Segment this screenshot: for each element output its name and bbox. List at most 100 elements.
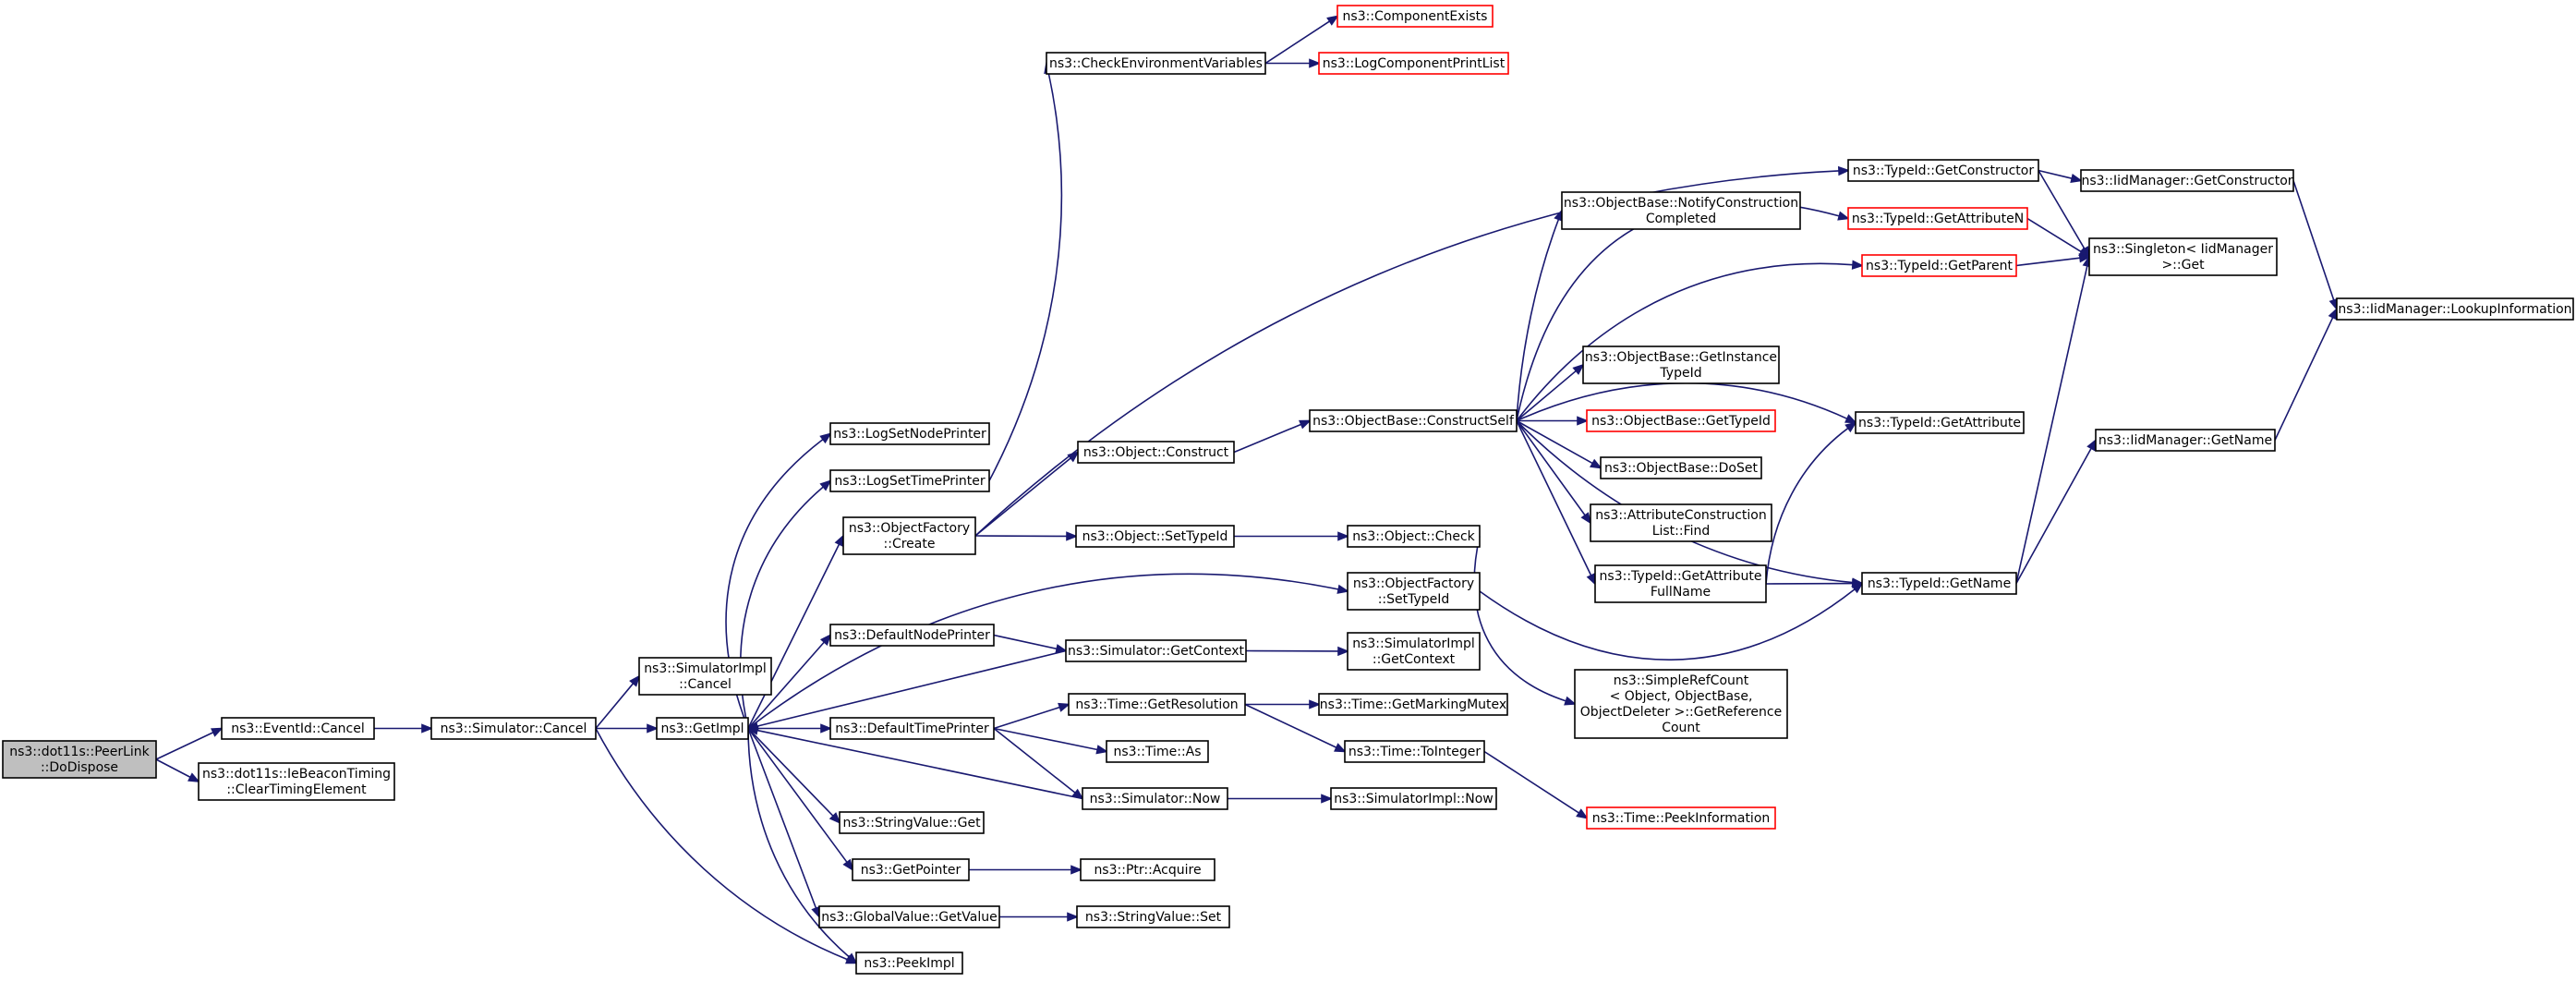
edge-line xyxy=(747,728,848,863)
node-label-line: ns3::Time::As xyxy=(1113,745,1201,759)
edge-line xyxy=(974,457,1071,537)
node-box xyxy=(1318,52,1509,75)
edge-objbase-constructself-to-typeid-getattributen xyxy=(1516,200,1851,421)
edge-sim-now-to-simimpl-now xyxy=(1228,794,1334,804)
node-label-line: ns3::DefaultNodePrinter xyxy=(834,628,990,643)
node-label-line: ns3::Object::Check xyxy=(1352,529,1475,544)
node-label-line: ns3::SimulatorImpl xyxy=(644,661,767,676)
node-typeid-getparent[interactable]: ns3::TypeId::GetParent xyxy=(1861,254,2017,277)
node-box xyxy=(1068,693,1246,716)
edge-checkenv-to-componentexists xyxy=(1264,15,1339,65)
edge-sim-cancel-to-simimpl-cancel xyxy=(595,674,641,730)
node-stringvalue-set[interactable]: ns3::StringValue::Set xyxy=(1076,905,1230,928)
edge-arrowhead xyxy=(2086,438,2098,452)
node-eventid-cancel[interactable]: ns3::EventId::Cancel xyxy=(221,717,375,740)
node-box xyxy=(818,905,1000,928)
edge-arrowhead xyxy=(819,432,832,444)
node-stringvalue-get[interactable]: ns3::StringValue::Get xyxy=(839,811,985,834)
edge-arrowhead xyxy=(819,479,832,491)
node-time-getresolution[interactable]: ns3::Time::GetResolution xyxy=(1068,693,1246,716)
edge-line xyxy=(2038,170,2086,249)
node-singleton-get[interactable]: ns3::Singleton< IidManager >::Get xyxy=(2088,237,2278,276)
node-time-tointeger[interactable]: ns3::Time::ToInteger xyxy=(1344,740,1485,763)
node-box xyxy=(1318,693,1508,716)
node-box xyxy=(1861,572,2017,595)
edge-iidmanager-getname-to-iidmanager-lookupinfo xyxy=(2274,307,2338,441)
node-label-line: ns3::CheckEnvironmentVariables xyxy=(1049,56,1263,71)
edge-line xyxy=(595,683,635,730)
node-iidmanager-getconstructor[interactable]: ns3::IidManager::GetConstructor xyxy=(2080,169,2294,192)
node-time-peekinfo[interactable]: ns3::Time::PeekInformation xyxy=(1586,806,1776,830)
node-typeid-getconstructor[interactable]: ns3::TypeId::GetConstructor xyxy=(1847,159,2039,182)
node-box xyxy=(1082,787,1228,810)
node-globalvalue-getvalue[interactable]: ns3::GlobalValue::GetValue xyxy=(818,905,1000,928)
node-typeid-getattributen[interactable]: ns3::TypeId::GetAttributeN xyxy=(1847,207,2028,230)
node-typeid-getname[interactable]: ns3::TypeId::GetName xyxy=(1861,572,2017,595)
node-componentexists[interactable]: ns3::ComponentExists xyxy=(1336,5,1494,28)
node-objbase-constructself[interactable]: ns3::ObjectBase::ConstructSelf xyxy=(1309,409,1518,432)
edge-line xyxy=(2292,180,2335,301)
node-simimpl-getcontext[interactable]: ns3::SimulatorImpl::GetContext xyxy=(1347,632,1481,671)
node-logcompprintlist[interactable]: ns3::LogComponentPrintList xyxy=(1318,52,1509,75)
node-object-check[interactable]: ns3::Object::Check xyxy=(1347,525,1481,548)
node-object-construct[interactable]: ns3::Object::Construct xyxy=(1077,441,1235,464)
node-box xyxy=(1076,905,1230,928)
node-peekimpl[interactable]: ns3::PeekImpl xyxy=(855,952,963,975)
node-defnodeprinter[interactable]: ns3::DefaultNodePrinter xyxy=(829,624,995,647)
node-iidmanager-lookupinfo[interactable]: ns3::IidManager::LookupInformation xyxy=(2336,297,2574,321)
node-objbase-gettypeid[interactable]: ns3::ObjectBase::GetTypeId xyxy=(1586,409,1776,432)
node-objfactory-create[interactable]: ns3::ObjectFactory::Create xyxy=(842,516,976,555)
node-iidmanager-getname[interactable]: ns3::IidManager::GetName xyxy=(2095,429,2276,452)
node-label-line: ::GetContext xyxy=(1373,652,1456,667)
node-getimpl[interactable]: ns3::GetImpl xyxy=(656,717,749,740)
node-simimpl-now[interactable]: ns3::SimulatorImpl::Now xyxy=(1330,787,1497,810)
node-getpointer[interactable]: ns3::GetPointer xyxy=(852,858,970,881)
node-notifyconstruction[interactable]: ns3::ObjectBase::NotifyConstructionCompl… xyxy=(1561,191,1801,230)
node-simimpl-cancel[interactable]: ns3::SimulatorImpl::Cancel xyxy=(638,657,772,696)
node-logtimeprinter[interactable]: ns3::LogSetTimePrinter xyxy=(829,469,990,492)
node-peerlink[interactable]: ns3::dot11s::PeerLink::DoDispose xyxy=(2,740,157,779)
edge-globalvalue-getvalue-to-stringvalue-set xyxy=(999,912,1080,922)
edge-arrowhead xyxy=(1309,699,1322,709)
node-label-line: ::ClearTimingElement xyxy=(226,782,367,797)
edge-arrowhead xyxy=(1321,794,1334,804)
node-label-line: Completed xyxy=(1646,212,1716,226)
edge-arrowhead xyxy=(1067,912,1080,922)
node-label-line: ns3::LogSetNodePrinter xyxy=(833,427,986,442)
node-deftimeprinter[interactable]: ns3::DefaultTimePrinter xyxy=(829,717,995,740)
node-objbase-doset[interactable]: ns3::ObjectBase::DoSet xyxy=(1600,456,1762,479)
node-box xyxy=(829,469,990,492)
node-label-line: ns3::Simulator::Cancel xyxy=(441,721,587,736)
edge-arrowhead xyxy=(1336,584,1350,594)
edge-arrowhead xyxy=(819,633,832,647)
edge-objbase-constructself-to-typeid-getparent xyxy=(1516,260,1865,421)
node-label-line: ns3::SimulatorImpl::Now xyxy=(1334,792,1494,806)
node-typeid-getattribute[interactable]: ns3::TypeId::GetAttribute xyxy=(1855,411,2025,434)
node-clear-timing[interactable]: ns3::dot11s::IeBeaconTiming::ClearTiming… xyxy=(198,762,395,801)
edge-line xyxy=(1244,703,1337,748)
node-checkenv[interactable]: ns3::CheckEnvironmentVariables xyxy=(1046,52,1266,75)
node-time-as[interactable]: ns3::Time::As xyxy=(1106,740,1209,763)
node-sim-cancel[interactable]: ns3::Simulator::Cancel xyxy=(430,717,597,740)
node-object-settypeid[interactable]: ns3::Object::SetTypeId xyxy=(1075,525,1235,548)
edge-typeid-getattributefullname-to-typeid-getattribute xyxy=(1765,421,1857,585)
edge-arrowhead xyxy=(842,858,854,872)
node-box xyxy=(2336,297,2574,321)
edge-arrowhead xyxy=(1337,531,1350,541)
node-time-getmarkingmutex[interactable]: ns3::Time::GetMarkingMutex xyxy=(1318,693,1508,716)
edge-arrowhead xyxy=(1837,211,1851,221)
edge-sim-cancel-to-peekimpl xyxy=(595,728,858,964)
node-sim-now[interactable]: ns3::Simulator::Now xyxy=(1082,787,1228,810)
node-objfactory-settypeid[interactable]: ns3::ObjectFactory::SetTypeId xyxy=(1347,572,1481,611)
node-box xyxy=(1574,669,1788,739)
node-lognodeprinter[interactable]: ns3::LogSetNodePrinter xyxy=(829,422,990,445)
node-label-line: ns3::Time::ToInteger xyxy=(1348,745,1482,759)
node-sim-getcontext[interactable]: ns3::Simulator::GetContext xyxy=(1065,639,1247,662)
node-simplerefcount[interactable]: ns3::SimpleRefCount< Object, ObjectBase,… xyxy=(1574,669,1788,739)
node-ptr-acquire[interactable]: ns3::Ptr::Acquire xyxy=(1080,858,1215,881)
node-label-line: ns3::GetPointer xyxy=(861,863,961,878)
node-box xyxy=(1344,740,1485,763)
